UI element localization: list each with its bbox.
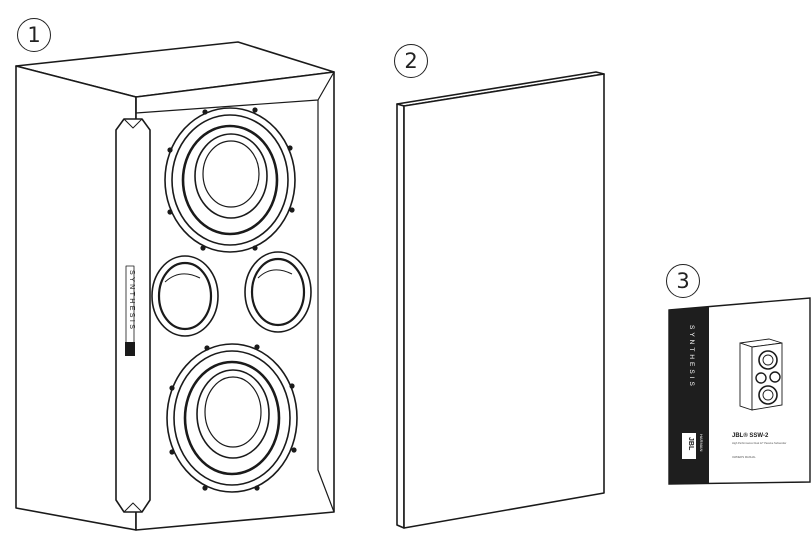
grille-side-edge (396, 103, 405, 529)
callout-1: 1 (17, 18, 51, 52)
lower-woofer (166, 343, 298, 493)
manual-subtitle: High Performance Dual 12" Passive Subwoo… (732, 441, 787, 445)
bass-port-left (151, 255, 219, 337)
callout-2: 2 (394, 44, 428, 78)
manual-jbl-logo-box (682, 433, 696, 459)
svg-text:SYNTHESIS: SYNTHESIS (128, 270, 135, 331)
manual-footer: OWNER'S MANUAL (732, 455, 756, 459)
subwoofer-speaker-illustration: SYNTHESIS (15, 41, 335, 531)
grille-face (403, 73, 605, 529)
manual-jbl-logo: JBL (687, 437, 694, 451)
bass-port-right (244, 251, 312, 333)
jbl-badge (125, 342, 135, 356)
manual-harman: HARMAN (699, 434, 704, 451)
manual-dark-panel (669, 307, 709, 484)
owners-manual-illustration: SYNTHESIS JBL HARMAN JBL® SSW-2 High Per… (668, 297, 811, 485)
vertical-brand-logo: SYNTHESIS (125, 265, 135, 356)
manual-title: JBL® SSW-2 (732, 432, 769, 439)
callout-3: 3 (666, 264, 700, 298)
grille-panel-illustration (396, 71, 605, 529)
manual-cover-speaker (739, 338, 783, 411)
upper-woofer (164, 107, 296, 253)
manual-spine-brand: SYNTHESIS (688, 325, 695, 389)
